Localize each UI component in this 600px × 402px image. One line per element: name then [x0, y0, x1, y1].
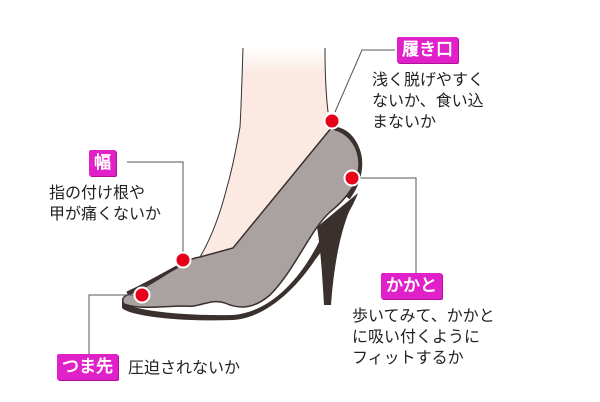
desc-heel: 歩いてみて、かかとに吸い付くようにフィットするか [352, 306, 495, 367]
point-dot-heel [343, 169, 361, 187]
leader-line-toe [88, 294, 133, 354]
point-dot-opening [323, 112, 341, 130]
label-toe: つま先 [57, 354, 118, 380]
point-dot-toe [133, 286, 151, 304]
desc-toe: 圧迫されないか [128, 358, 241, 377]
leg-outline-front [199, 47, 244, 258]
shoe-inner [126, 265, 178, 295]
point-dot-width [174, 251, 192, 269]
label-heel: かかと [381, 273, 442, 299]
leg [200, 48, 332, 257]
leader-line-opening [334, 49, 395, 113]
label-opening: 履き口 [397, 37, 458, 63]
desc-opening: 浅く脱げやすくないか、食い込まないか [372, 70, 485, 131]
leader-line-width [127, 161, 184, 252]
label-width: 幅 [89, 150, 116, 176]
shoe-back-edge [333, 126, 363, 200]
leg-outline-back [324, 47, 329, 113]
shoe-heel [317, 193, 358, 305]
leader-line-heel [360, 177, 417, 273]
shoe-sole [122, 193, 358, 321]
desc-width: 指の付け根や甲が痛くないか [49, 183, 162, 223]
